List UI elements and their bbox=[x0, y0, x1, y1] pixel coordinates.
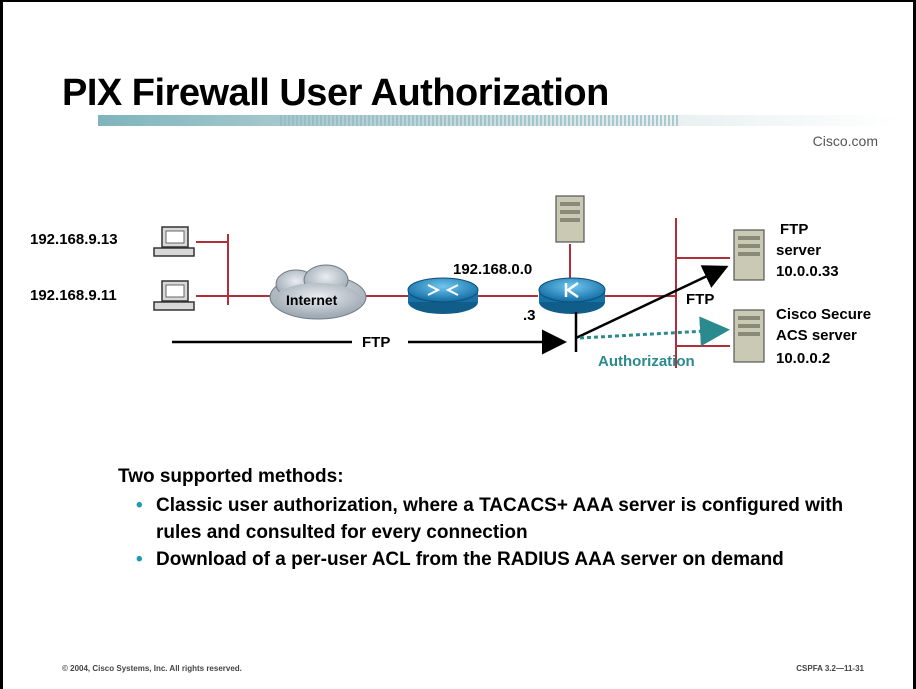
server-icon bbox=[555, 195, 585, 243]
pix-interface-label: .3 bbox=[523, 307, 536, 324]
footer-copyright: © 2004, Cisco Systems, Inc. All rights r… bbox=[62, 664, 242, 673]
ftp-flow-label: FTP bbox=[362, 334, 391, 351]
slide-title: PIX Firewall User Authorization bbox=[62, 72, 609, 114]
internet-cloud-icon bbox=[269, 264, 367, 320]
acs-label-2: ACS server bbox=[776, 327, 857, 344]
host1-ip-label: 192.168.9.13 bbox=[30, 231, 118, 248]
computer-icon bbox=[153, 226, 195, 257]
internet-label: Internet bbox=[286, 292, 338, 308]
ftp-server-label-1: FTP bbox=[780, 221, 809, 238]
acs-label-1: Cisco Secure bbox=[776, 306, 872, 323]
ftp-flow-arrow bbox=[172, 265, 729, 355]
authorization-arrow bbox=[579, 316, 730, 347]
ftp-server-icon bbox=[733, 229, 765, 281]
authorization-label: Authorization bbox=[598, 353, 695, 370]
method-item: • Classic user authorization, where a TA… bbox=[118, 492, 878, 546]
acs-server-icon bbox=[733, 309, 765, 363]
host2-ip-label: 192.168.9.11 bbox=[30, 287, 117, 304]
footer-code: CSPFA 3.2—11-31 bbox=[796, 664, 864, 673]
method-item: • Download of a per-user ACL from the RA… bbox=[118, 546, 878, 573]
brand-text: Cisco.com bbox=[812, 133, 878, 149]
header-bar bbox=[98, 115, 900, 126]
inside-network-label: 192.168.0.0 bbox=[453, 261, 533, 278]
method-text: Download of a per-user ACL from the RADI… bbox=[156, 549, 784, 570]
computer-icon bbox=[153, 280, 195, 311]
ftp-inside-label: FTP bbox=[686, 291, 715, 308]
ftp-server-label-2: server bbox=[776, 242, 822, 259]
bullet-dot-icon: • bbox=[136, 549, 143, 570]
pix-firewall-icon bbox=[538, 277, 606, 314]
router-icon bbox=[407, 277, 479, 314]
bullet-dot-icon: • bbox=[136, 495, 143, 516]
methods-heading: Two supported methods: bbox=[118, 466, 344, 487]
acs-server-ip: 10.0.0.2 bbox=[776, 350, 831, 367]
method-text: Classic user authorization, where a TACA… bbox=[156, 495, 844, 543]
ftp-server-ip: 10.0.0.33 bbox=[776, 263, 839, 280]
methods-section: Two supported methods: • Classic user au… bbox=[118, 466, 878, 573]
